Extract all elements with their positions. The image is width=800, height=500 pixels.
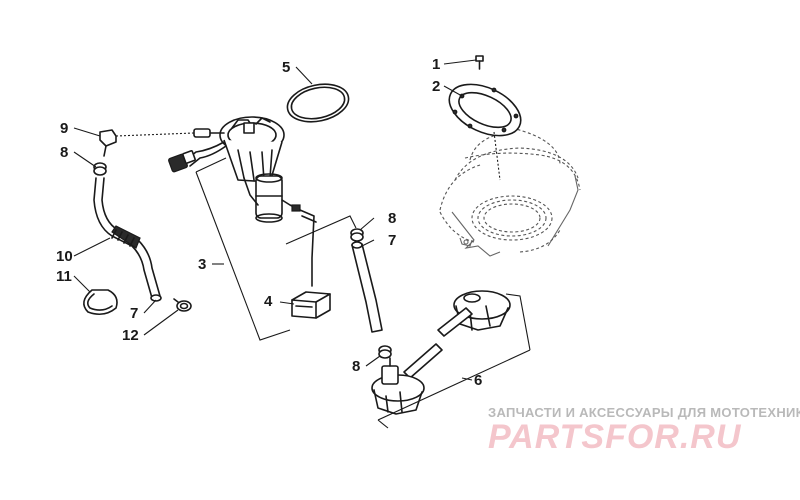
hose-clamp-lower-part (378, 345, 392, 359)
callout-8-lower: 8 (352, 358, 360, 375)
callout-4: 4 (264, 293, 273, 310)
callout-1: 1 (432, 56, 440, 73)
fuel-float-part (291, 291, 331, 319)
fuel-hose-right-part (351, 241, 383, 333)
fuel-tank-outline (439, 127, 581, 257)
leader-lines (73, 59, 531, 429)
callout-2: 2 (432, 78, 440, 95)
callout-7-right: 7 (388, 232, 396, 249)
watermark: ЗАПЧАСТИ И АКСЕССУАРЫ ДЛЯ МОТОТЕХНИКИ PA… (488, 405, 800, 456)
hose-clamp-right-part (350, 228, 364, 242)
hose-clamp-left-part (93, 162, 107, 176)
callout-11: 11 (56, 268, 72, 285)
fuel-pickup-assembly-part (371, 290, 511, 415)
watermark-caption: ЗАПЧАСТИ И АКСЕССУАРЫ ДЛЯ МОТОТЕХНИКИ (488, 405, 800, 420)
callout-12: 12 (122, 327, 139, 344)
mounting-ring-part (448, 83, 522, 181)
callout-8-left: 8 (60, 144, 68, 161)
screw-part (475, 55, 484, 70)
fuel-hose-part (93, 177, 162, 302)
callout-9: 9 (60, 120, 68, 137)
callout-3: 3 (198, 256, 206, 273)
fuel-pump-assembly-part (168, 116, 317, 287)
watermark-logo: PARTSFOR.RU (488, 418, 742, 456)
callout-6: 6 (474, 372, 482, 389)
callout-5: 5 (282, 59, 290, 76)
callout-labels: 1 2 3 4 5 6 7 7 8 8 8 9 10 11 12 (56, 56, 482, 389)
callout-8-right: 8 (388, 210, 396, 227)
hose-clamp-12-part (173, 298, 192, 312)
callout-10: 10 (56, 248, 73, 265)
gasket-ring-part (286, 83, 350, 123)
elbow-fitting-part (99, 129, 195, 157)
cable-tie-part (83, 289, 118, 316)
callout-7-left: 7 (130, 305, 138, 322)
